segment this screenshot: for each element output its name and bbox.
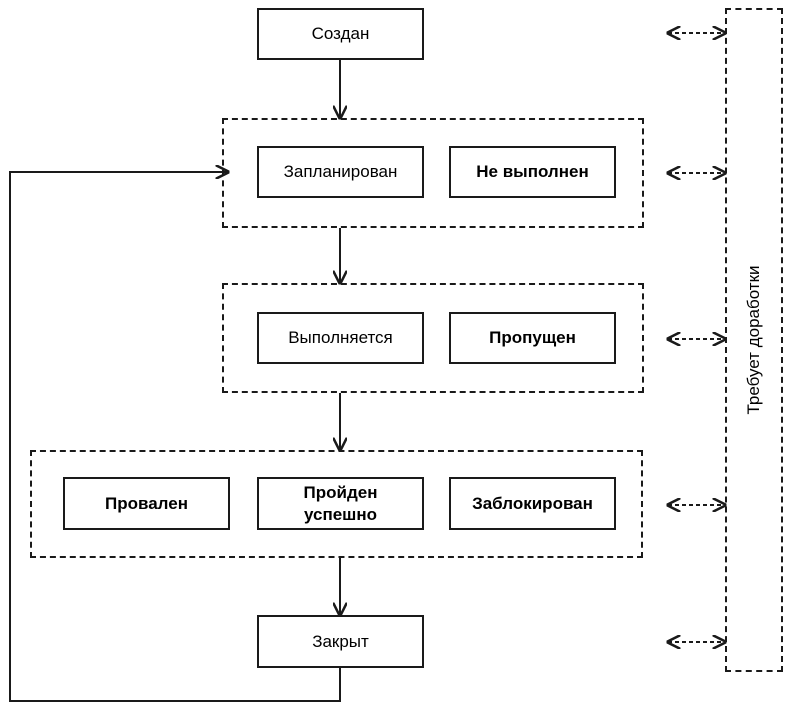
state-node-running[interactable]: Выполняется <box>257 312 424 364</box>
rework-panel: Требует доработки <box>725 8 783 672</box>
state-node-created[interactable]: Создан <box>257 8 424 60</box>
state-node-skipped[interactable]: Пропущен <box>449 312 616 364</box>
state-node-passed[interactable]: Пройден успешно <box>257 477 424 530</box>
rework-arrows <box>668 33 725 642</box>
state-node-planned[interactable]: Запланирован <box>257 146 424 198</box>
state-node-notdone[interactable]: Не выполнен <box>449 146 616 198</box>
state-node-closed[interactable]: Закрыт <box>257 615 424 668</box>
rework-panel-label: Требует доработки <box>744 265 763 415</box>
state-node-blocked[interactable]: Заблокирован <box>449 477 616 530</box>
state-node-failed[interactable]: Провален <box>63 477 230 530</box>
